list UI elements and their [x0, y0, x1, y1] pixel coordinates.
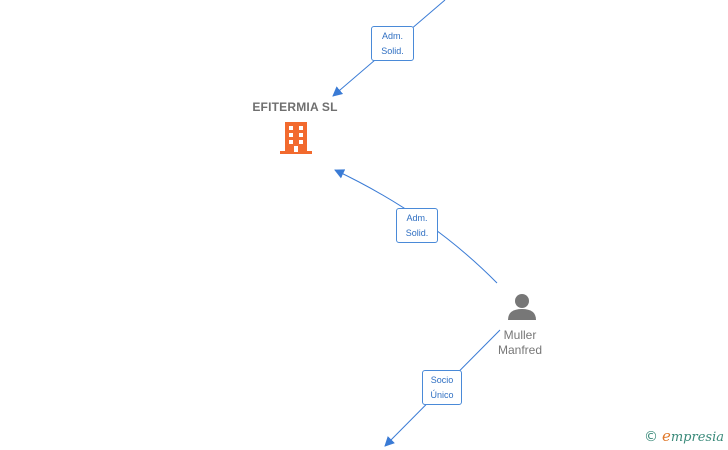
edge-label-adm-solid-top[interactable]: Adm. Solid.: [371, 26, 414, 61]
person-name-line2: Manfred: [497, 343, 543, 357]
person-name[interactable]: Muller Manfred: [480, 328, 560, 358]
person-icon[interactable]: [508, 294, 536, 320]
edge-label-socio-unico[interactable]: Socio Único: [422, 370, 462, 405]
company-name[interactable]: EFITERMIA SL: [252, 100, 338, 114]
copyright-icon: ©: [643, 429, 658, 445]
edge-label-line1: Socio: [430, 375, 454, 385]
edge-label-line2: Solid.: [405, 228, 429, 238]
edge-label-line1: Adm.: [406, 213, 428, 223]
empresia-logo[interactable]: ©empresia: [644, 427, 724, 445]
edge-label-line1: Adm.: [381, 31, 403, 41]
person-name-line1: Muller: [503, 328, 537, 342]
building-icon[interactable]: [280, 122, 312, 154]
brand-initial: e: [661, 427, 671, 445]
edge-label-line2: Único: [430, 390, 454, 400]
edge-label-line2: Solid.: [381, 46, 404, 56]
edge-label-adm-solid[interactable]: Adm. Solid.: [396, 208, 438, 243]
brand-name: mpresia: [670, 430, 724, 445]
